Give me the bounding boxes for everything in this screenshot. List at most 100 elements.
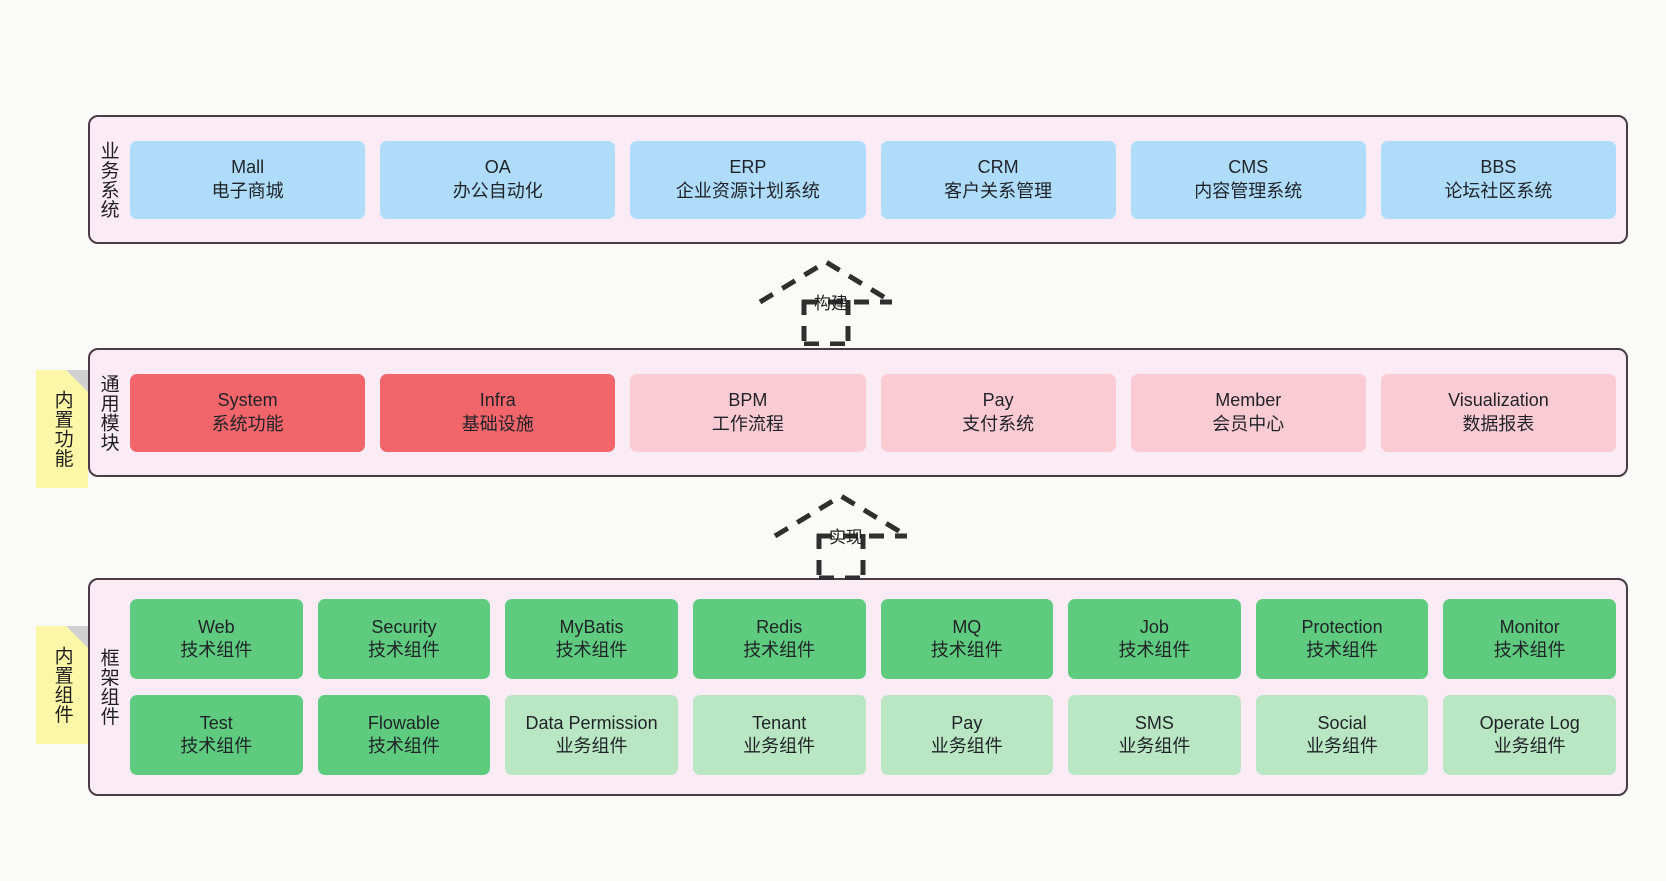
node-subtitle: 数据报表 xyxy=(1462,413,1535,434)
node-title: Flowable xyxy=(367,712,440,733)
arrow-implement-label: 实现 xyxy=(829,528,863,547)
node-title: CRM xyxy=(977,157,1019,178)
layer-body-framework-component: Web 技术组件 Security 技术组件 MyBatis 技术组件 Redi… xyxy=(126,580,1626,794)
node-subtitle: 企业资源计划系统 xyxy=(675,180,820,201)
node-operate-log[interactable]: Operate Log 业务组件 xyxy=(1443,695,1616,775)
node-web[interactable]: Web 技术组件 xyxy=(130,599,303,679)
node-cms[interactable]: CMS 内容管理系统 xyxy=(1130,140,1366,219)
node-row: Mall 电子商城 OA 办公自动化 ERP 企业资源计划系统 CRM 客户关系… xyxy=(130,140,1617,219)
node-subtitle: 技术组件 xyxy=(1493,640,1566,660)
node-title: System xyxy=(217,390,278,411)
node-test[interactable]: Test 技术组件 xyxy=(130,695,303,775)
node-bpm[interactable]: BPM 工作流程 xyxy=(630,373,866,452)
node-title: Infra xyxy=(479,390,516,411)
node-subtitle: 业务组件 xyxy=(1118,736,1191,756)
node-flowable[interactable]: Flowable 技术组件 xyxy=(317,695,491,775)
note-fold-corner-icon xyxy=(66,370,88,392)
note-fold-corner-icon xyxy=(66,626,88,648)
node-title: Pay xyxy=(951,712,983,733)
layer-body-common-module: System 系统功能 Infra 基础设施 BPM 工作流程 Pay 支付系统… xyxy=(126,350,1626,475)
arrow-implement-icon xyxy=(773,493,909,581)
note-builtin-components: 内置组件 xyxy=(36,626,88,744)
node-social[interactable]: Social 业务组件 xyxy=(1255,695,1429,775)
layer-title-common-module: 通用模块 xyxy=(97,373,119,452)
node-monitor[interactable]: Monitor 技术组件 xyxy=(1443,599,1616,679)
node-subtitle: 业务组件 xyxy=(1306,736,1379,756)
layer-business-system: 业务系统 Mall 电子商城 OA 办公自动化 ERP 企业资源计划系统 CRM… xyxy=(88,115,1628,244)
node-subtitle: 业务组件 xyxy=(555,736,628,756)
node-erp[interactable]: ERP 企业资源计划系统 xyxy=(630,140,866,219)
node-subtitle: 系统功能 xyxy=(211,413,284,434)
node-sms[interactable]: SMS 业务组件 xyxy=(1068,695,1241,775)
layer-framework-component: 框架组件 Web 技术组件 Security 技术组件 MyBatis 技术组件… xyxy=(88,578,1628,796)
node-title: CMS xyxy=(1228,157,1269,178)
node-data-permission[interactable]: Data Permission 业务组件 xyxy=(505,695,678,775)
node-job[interactable]: Job 技术组件 xyxy=(1068,599,1241,679)
node-subtitle: 电子商城 xyxy=(211,180,284,201)
node-title: Job xyxy=(1139,616,1169,637)
node-subtitle: 技术组件 xyxy=(367,640,440,660)
node-title: Social xyxy=(1317,712,1367,733)
node-subtitle: 基础设施 xyxy=(461,413,534,434)
node-title: BBS xyxy=(1480,157,1517,178)
node-subtitle: 论坛社区系统 xyxy=(1444,180,1553,201)
node-subtitle: 客户关系管理 xyxy=(944,180,1053,201)
node-subtitle: 会员中心 xyxy=(1212,413,1285,434)
node-bbs[interactable]: BBS 论坛社区系统 xyxy=(1380,140,1617,219)
node-subtitle: 技术组件 xyxy=(1118,640,1191,660)
node-subtitle: 技术组件 xyxy=(367,736,440,756)
node-subtitle: 技术组件 xyxy=(180,736,253,756)
node-system[interactable]: System 系统功能 xyxy=(130,373,366,452)
node-protection[interactable]: Protection 技术组件 xyxy=(1255,599,1429,679)
note-label: 内置组件 xyxy=(51,646,73,724)
node-member[interactable]: Member 会员中心 xyxy=(1130,373,1366,452)
node-row: Test 技术组件 Flowable 技术组件 Data Permission … xyxy=(130,695,1616,775)
arrow-build: 构建 xyxy=(752,256,902,347)
node-redis[interactable]: Redis 技术组件 xyxy=(692,599,866,679)
node-title: Protection xyxy=(1301,616,1383,637)
node-subtitle: 办公自动化 xyxy=(452,180,543,201)
node-mall[interactable]: Mall 电子商城 xyxy=(130,140,366,219)
node-subtitle: 技术组件 xyxy=(1306,640,1379,660)
node-title: Test xyxy=(199,712,233,733)
arrow-build-label: 构建 xyxy=(814,294,848,313)
node-title: Security xyxy=(371,616,437,637)
node-title: BPM xyxy=(728,390,768,411)
layer-title-business-system: 业务系统 xyxy=(97,140,119,219)
layer-body-business-system: Mall 电子商城 OA 办公自动化 ERP 企业资源计划系统 CRM 客户关系… xyxy=(126,117,1626,242)
arrow-build-icon xyxy=(758,259,894,347)
node-subtitle: 技术组件 xyxy=(180,640,253,660)
node-infra[interactable]: Infra 基础设施 xyxy=(380,373,616,452)
node-title: Member xyxy=(1215,390,1282,411)
node-crm[interactable]: CRM 客户关系管理 xyxy=(880,140,1116,219)
node-pay-component[interactable]: Pay 业务组件 xyxy=(880,695,1054,775)
node-title: MyBatis xyxy=(559,616,624,637)
node-subtitle: 支付系统 xyxy=(962,413,1035,434)
node-subtitle: 技术组件 xyxy=(743,640,816,660)
node-mybatis[interactable]: MyBatis 技术组件 xyxy=(505,599,678,679)
node-title: OA xyxy=(484,157,511,178)
arrow-implement: 实现 xyxy=(767,490,917,581)
node-title: SMS xyxy=(1134,712,1174,733)
layer-common-module: 通用模块 System 系统功能 Infra 基础设施 BPM 工作流程 Pay… xyxy=(88,348,1628,477)
note-label: 内置功能 xyxy=(51,390,73,468)
node-row: Web 技术组件 Security 技术组件 MyBatis 技术组件 Redi… xyxy=(130,599,1616,679)
node-subtitle: 技术组件 xyxy=(555,640,628,660)
node-visualization[interactable]: Visualization 数据报表 xyxy=(1380,373,1617,452)
node-subtitle: 内容管理系统 xyxy=(1194,180,1303,201)
node-title: Web xyxy=(197,616,235,637)
node-tenant[interactable]: Tenant 业务组件 xyxy=(692,695,866,775)
node-title: Visualization xyxy=(1448,390,1549,411)
node-oa[interactable]: OA 办公自动化 xyxy=(380,140,616,219)
node-mq[interactable]: MQ 技术组件 xyxy=(880,599,1054,679)
node-security[interactable]: Security 技术组件 xyxy=(317,599,491,679)
node-title: Monitor xyxy=(1499,616,1560,637)
node-subtitle: 工作流程 xyxy=(711,413,784,434)
node-pay-module[interactable]: Pay 支付系统 xyxy=(880,373,1116,452)
layer-title-framework-component: 框架组件 xyxy=(97,648,119,726)
node-subtitle: 业务组件 xyxy=(930,736,1003,756)
note-builtin-features: 内置功能 xyxy=(36,370,88,488)
node-title: Data Permission xyxy=(525,712,658,733)
node-title: Redis xyxy=(756,616,803,637)
